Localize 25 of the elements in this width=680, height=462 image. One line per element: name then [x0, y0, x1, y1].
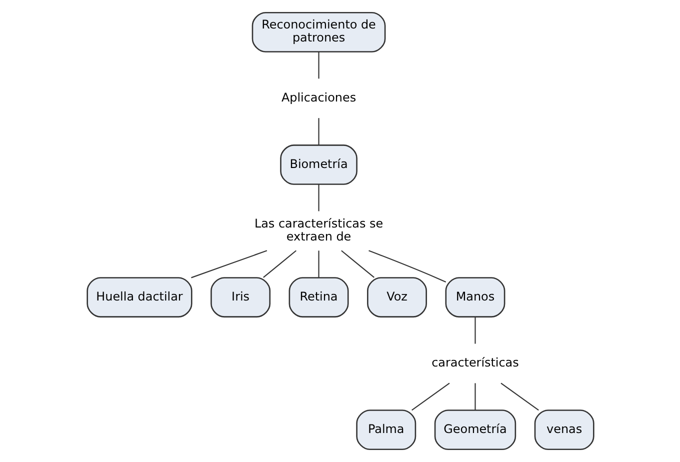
node-box: venas	[534, 410, 594, 450]
node-box: Biometría	[280, 144, 357, 185]
connector	[318, 250, 319, 278]
node-box: Geometría	[434, 410, 516, 450]
connector	[190, 250, 267, 278]
connector	[474, 316, 476, 344]
connector	[500, 382, 538, 411]
node-box: Huella dactilar	[86, 277, 192, 318]
node-text: Las características se extraen de	[254, 216, 383, 244]
connector	[411, 382, 450, 411]
connector	[318, 52, 319, 79]
node-box: Iris	[210, 277, 270, 318]
node-box: Retina	[288, 277, 348, 318]
node-box: Manos	[444, 277, 505, 318]
connector	[340, 250, 374, 278]
node-text: características	[431, 356, 518, 370]
connector	[318, 118, 319, 145]
node-box: Reconocimiento de patrones	[251, 12, 386, 52]
connector	[262, 250, 296, 278]
node-box: Voz	[366, 277, 426, 318]
connector	[474, 383, 476, 410]
node-box: Palma	[356, 410, 416, 450]
node-text: Aplicaciones	[280, 90, 356, 104]
connector	[368, 250, 446, 283]
connector	[318, 184, 319, 212]
